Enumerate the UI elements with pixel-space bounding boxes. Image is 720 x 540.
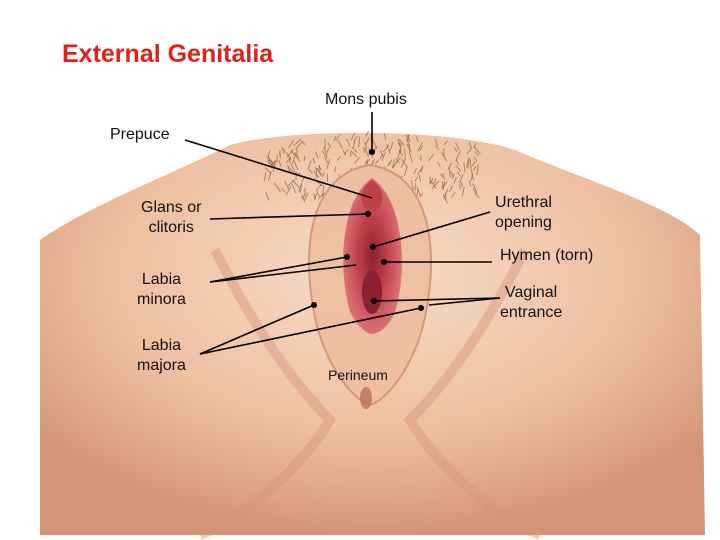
right-crease (403, 247, 542, 540)
leader-prepuce (184, 139, 373, 199)
leader-glans (209, 213, 369, 220)
left-crease (198, 247, 337, 540)
label-prepuce: Prepuce (110, 126, 170, 143)
labia-minora-shape (343, 178, 402, 334)
leader-labia-minora-b (209, 264, 357, 283)
leader-labia-majora-a (199, 304, 315, 355)
label-labia-majora: Labia majora (137, 337, 186, 374)
label-labia-minora: Labia minora (137, 271, 186, 308)
leader-labia-minora-a (209, 256, 348, 283)
label-urethral-opening: Urethral opening (495, 194, 552, 231)
page-title: External Genitalia (62, 40, 274, 68)
leader-vaginal-entrance-b (428, 297, 501, 306)
label-glans: Glans or clitoris (141, 199, 202, 236)
leader-lines (184, 112, 501, 355)
label-perineum: Perineum (328, 367, 388, 383)
label-mons-pubis: Mons pubis (325, 91, 407, 108)
vaginal-entrance-shape (362, 270, 382, 314)
prepuce-shape (361, 180, 383, 214)
leader-labia-majora-b (199, 307, 422, 355)
leader-vaginal-entrance-a (373, 297, 501, 302)
label-vaginal-entrance: Vaginal entrance (500, 284, 563, 321)
label-hymen: Hymen (torn) (500, 247, 594, 264)
leader-dots (311, 149, 424, 311)
anus-shape (360, 387, 372, 409)
leader-urethral-opening (372, 211, 491, 248)
